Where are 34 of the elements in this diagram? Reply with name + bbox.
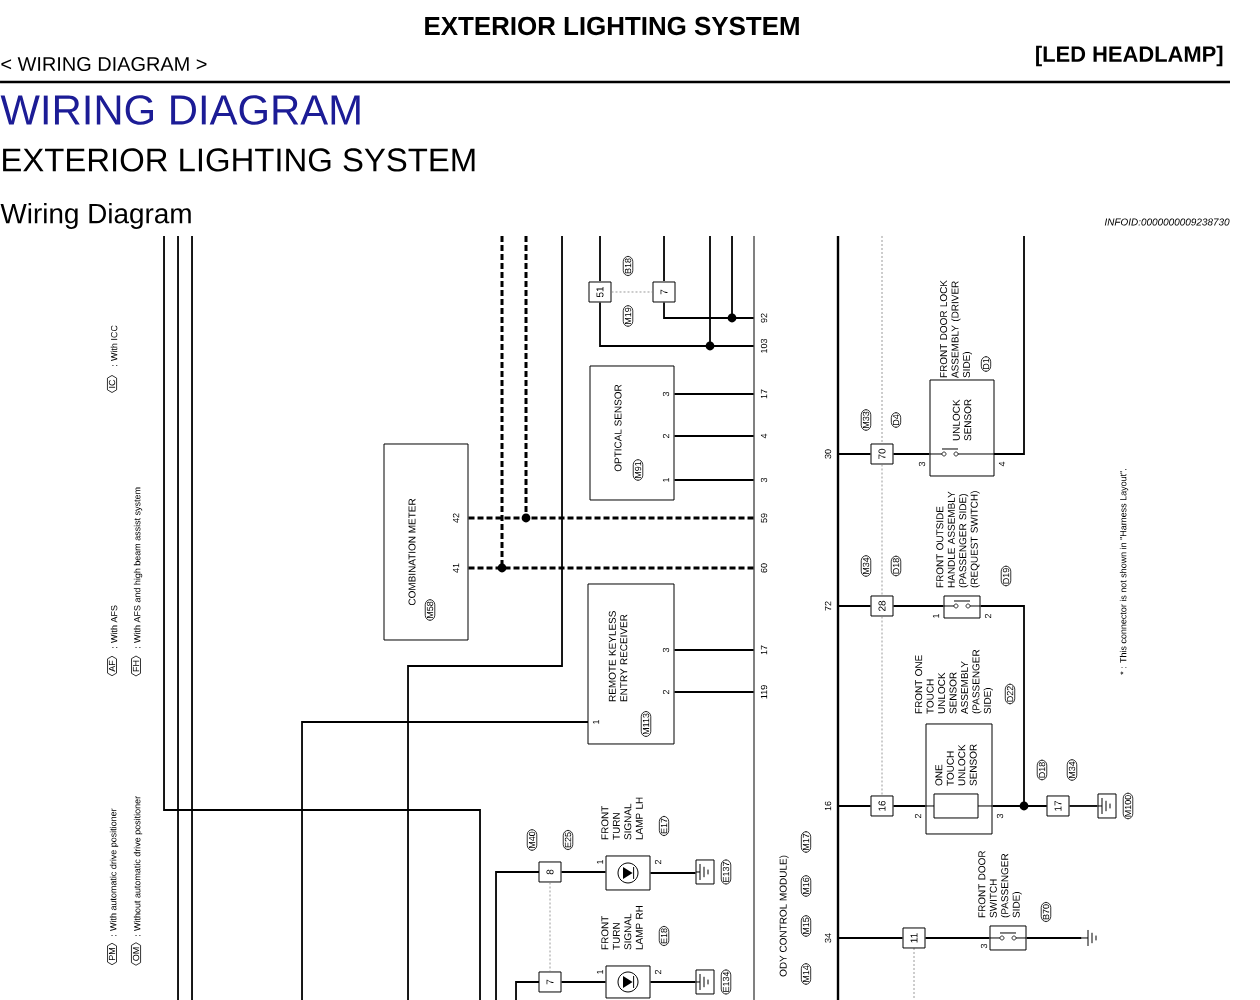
ground-symbol xyxy=(1097,792,1134,820)
wire xyxy=(979,605,1048,807)
wire xyxy=(924,937,991,939)
breadcrumb: < WIRING DIAGRAM > xyxy=(1,56,207,72)
wire xyxy=(560,981,607,983)
wire xyxy=(837,605,872,607)
wire xyxy=(837,937,904,939)
wire xyxy=(599,301,755,347)
ground-symbol xyxy=(695,969,732,995)
section-tag: [LED HEADLAMP] xyxy=(1036,45,1223,67)
subheading: EXTERIOR LIGHTING SYSTEM xyxy=(3,148,475,172)
wire xyxy=(837,805,872,807)
page-title: EXTERIOR LIGHTING SYSTEM xyxy=(425,16,799,36)
subheading: Wiring Diagram xyxy=(0,203,191,229)
wire xyxy=(468,566,754,570)
wire xyxy=(1068,805,1099,807)
wire xyxy=(1025,937,1083,939)
page-heading: WIRING DIAGRAM xyxy=(0,95,360,125)
ground-symbol xyxy=(695,859,732,885)
wire xyxy=(663,301,755,319)
wire xyxy=(673,393,755,395)
wire xyxy=(673,479,755,481)
wire xyxy=(892,805,927,807)
wire xyxy=(468,516,754,520)
wire xyxy=(560,871,607,873)
wire xyxy=(649,872,697,874)
wire xyxy=(649,981,697,983)
ground-symbol xyxy=(1081,929,1097,947)
wire xyxy=(837,453,872,455)
wire xyxy=(892,605,945,607)
wire xyxy=(673,691,755,693)
wire xyxy=(673,649,755,651)
wire xyxy=(673,435,755,437)
wire xyxy=(892,453,931,455)
